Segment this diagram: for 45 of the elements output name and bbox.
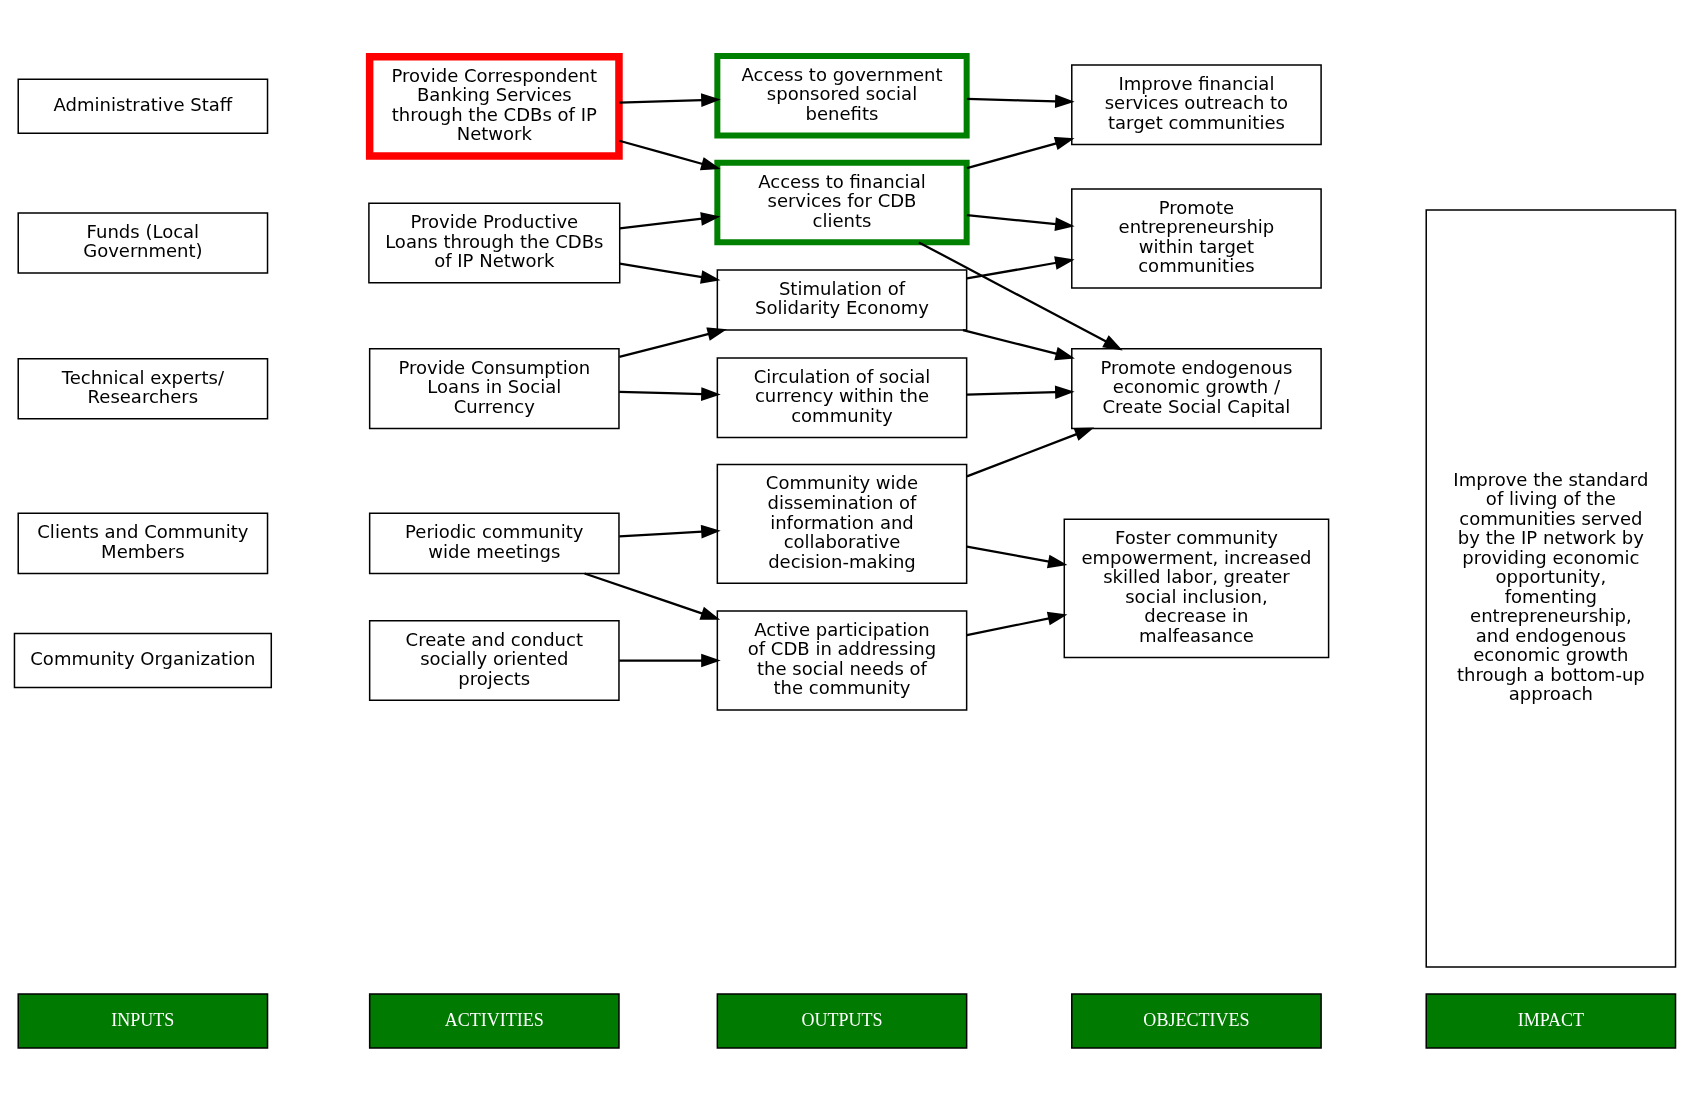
node-box: Improve the standard of living of the communities served by the IP network by providing economic opportunity, fomenting entrepreneurship, and endogenous economic growth through a bottom-up approach (1425, 209, 1677, 968)
arrow (966, 427, 1095, 478)
arrow (966, 136, 1075, 170)
arrow (962, 329, 1075, 361)
arrow (619, 212, 721, 230)
node-box: Improve financial services outreach to target communities (1071, 64, 1322, 146)
arrow (618, 139, 721, 171)
node-box: Promote entrepreneurship within target communities (1071, 188, 1322, 289)
node-box: Access to government sponsored social benefits (714, 53, 970, 139)
arrow (619, 327, 727, 359)
node-box: Promote endogenous economic growth / Create Social Capital (1071, 348, 1322, 430)
node-box: Provide Productive Loans through the CDBs of IP Network (368, 202, 621, 284)
arrow (966, 611, 1068, 637)
node-box: Circulation of social currency within the community (716, 357, 968, 439)
arrow (966, 385, 1075, 400)
node-box: Create and conduct socially oriented projects (368, 619, 620, 702)
arrow (966, 256, 1075, 280)
node-box: Funds (Local Government) (17, 212, 269, 274)
node-box: Provide Consumption Loans in Social Currency (368, 348, 620, 430)
arrow (966, 214, 1075, 231)
arrow (918, 241, 1123, 351)
arrow (619, 262, 721, 284)
node-box: Periodic community wide meetings (368, 512, 620, 575)
node-box: ACTIVITIES (368, 993, 620, 1049)
arrow (966, 545, 1068, 569)
arrow (619, 387, 721, 401)
arrow (966, 94, 1075, 109)
node-box: Foster community empowerment, increased skilled labor, greater social inclusion, decrease in malfeasance (1063, 518, 1330, 659)
node-box: IMPACT (1425, 993, 1677, 1049)
node-box: Active participation of CDB in addressing the social needs of the community (716, 610, 968, 711)
node-box: Technical experts/ Researchers (17, 357, 269, 420)
node-box: Clients and Community Members (17, 512, 269, 575)
node-box: INPUTS (17, 993, 269, 1049)
arrow (584, 572, 721, 620)
arrow (619, 524, 721, 539)
node-box: Access to financial services for CDB clients (714, 159, 970, 246)
node-box: OUTPUTS (716, 993, 968, 1049)
node-box: Administrative Staff (17, 78, 269, 135)
arrow (619, 93, 721, 107)
node-box: OBJECTIVES (1071, 993, 1322, 1049)
node-box: Stimulation of Solidarity Economy (716, 269, 968, 331)
arrow (619, 653, 721, 668)
node-box: Community Organization (13, 632, 273, 689)
node-box: Provide Correspondent Banking Services through the CDBs of IP Network (365, 53, 623, 160)
node-box: Community wide dissemination of information and collaborative decision-making (716, 463, 968, 584)
